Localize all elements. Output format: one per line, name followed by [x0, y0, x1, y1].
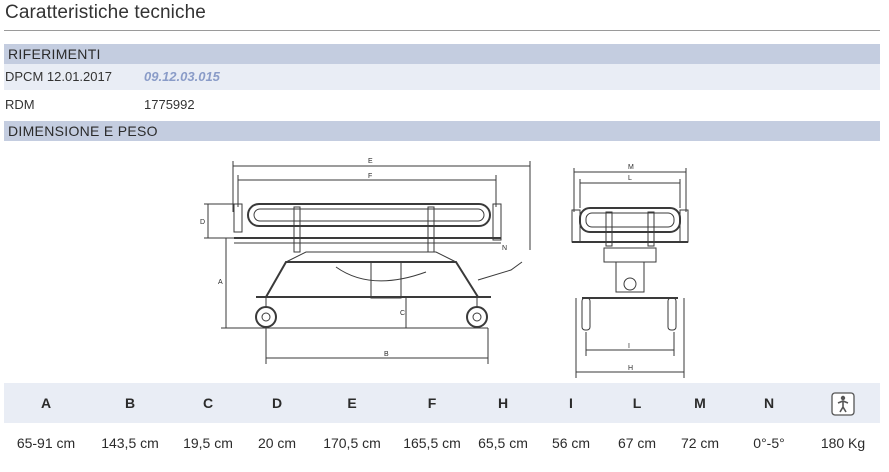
label-c: C — [400, 310, 405, 317]
front-view-labels: M L I H — [628, 164, 634, 372]
dim-header: B — [124, 395, 136, 411]
reference-value-link[interactable]: 09.12.03.015 — [144, 69, 220, 84]
dim-header: L — [632, 395, 642, 411]
front-view — [571, 168, 689, 378]
dim-value: 19,5 cm — [172, 423, 244, 463]
reference-row: RDM 1775992 — [4, 92, 880, 118]
label-m: M — [628, 164, 634, 171]
label-b: B — [384, 351, 389, 358]
reference-row: DPCM 12.01.2017 09.12.03.015 — [4, 64, 880, 90]
dim-value: 165,5 cm — [394, 423, 470, 463]
page-title: Caratteristiche tecniche — [5, 2, 206, 23]
label-h: H — [628, 365, 633, 372]
weight-person-icon — [831, 392, 855, 416]
reference-value: 1775992 — [144, 97, 195, 112]
label-f: F — [368, 173, 372, 180]
section-dimensione-peso: DIMENSIONE E PESO — [4, 121, 880, 141]
technical-drawing: E F D A C B N — [200, 158, 689, 378]
side-view — [204, 161, 531, 364]
dim-value: 0°-5° — [732, 423, 806, 463]
dim-value: 143,5 cm — [88, 423, 172, 463]
side-view-labels: E F D A C B N — [200, 158, 507, 358]
weight-header — [806, 383, 880, 423]
label-e: E — [368, 158, 373, 165]
dim-value: 67 cm — [606, 423, 668, 463]
dim-value: 65,5 cm — [470, 423, 536, 463]
title-divider — [4, 30, 880, 31]
label-a: A — [218, 279, 223, 286]
dimensions-table: A B C D E F H I L M N 65-91 cm 143,5 cm … — [4, 383, 880, 463]
dim-header: A — [40, 395, 52, 411]
reference-label: RDM — [5, 97, 35, 112]
dim-header: M — [694, 395, 706, 411]
dim-header: H — [497, 395, 509, 411]
label-i: I — [628, 343, 630, 350]
dim-header: C — [202, 395, 214, 411]
label-l: L — [628, 175, 632, 182]
label-d: D — [200, 219, 205, 226]
dim-value: 20 cm — [244, 423, 310, 463]
dim-value: 72 cm — [668, 423, 732, 463]
dim-header: D — [271, 395, 283, 411]
dim-value-weight: 180 Kg — [806, 423, 880, 463]
label-n: N — [502, 245, 507, 252]
dim-header: E — [347, 395, 357, 411]
dim-header: N — [763, 395, 775, 411]
dim-header: F — [427, 395, 437, 411]
dim-value: 170,5 cm — [310, 423, 394, 463]
dim-value: 56 cm — [536, 423, 606, 463]
section-riferimenti: RIFERIMENTI — [4, 44, 880, 64]
dim-header: I — [569, 395, 573, 411]
reference-label: DPCM 12.01.2017 — [5, 69, 112, 84]
dim-value: 65-91 cm — [4, 423, 88, 463]
